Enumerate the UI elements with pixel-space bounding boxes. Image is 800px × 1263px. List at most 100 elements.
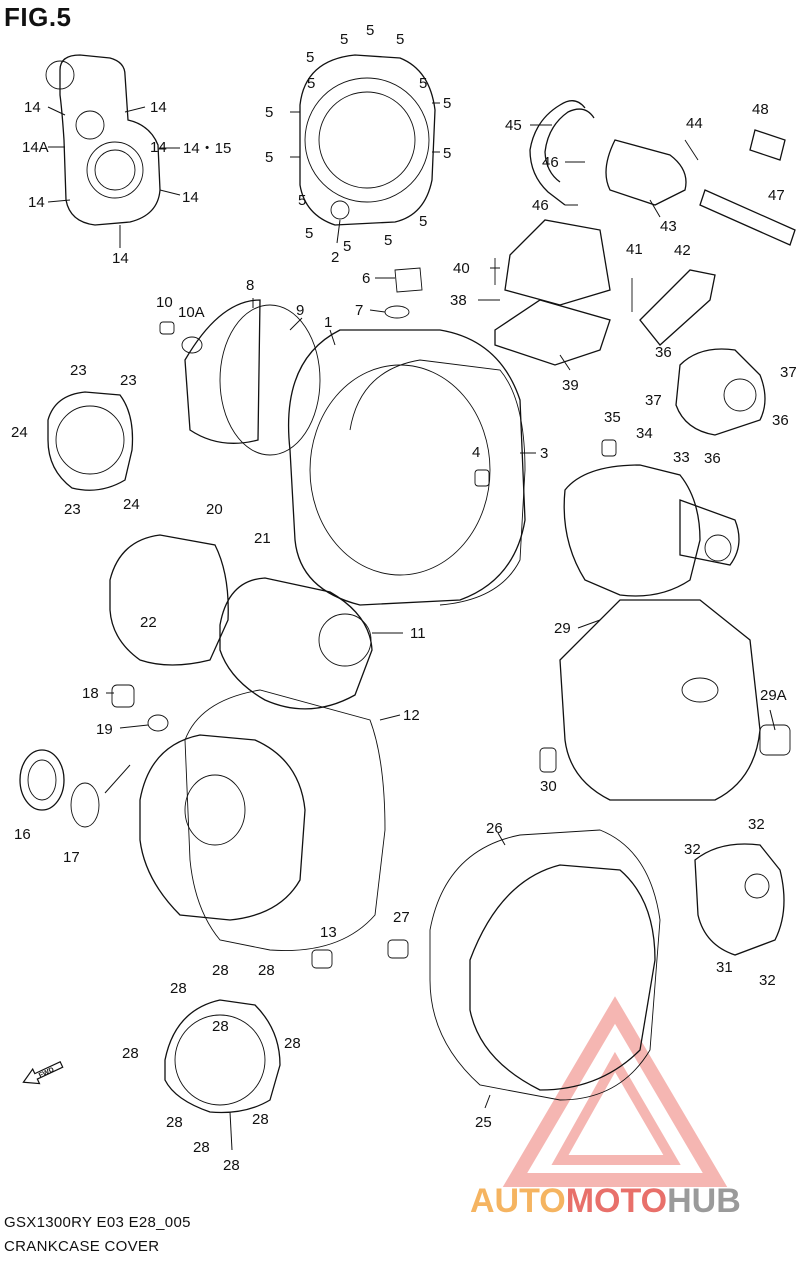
part-label: 17 (63, 849, 80, 866)
part-label: 44 (686, 115, 703, 132)
part-label: 5 (384, 232, 392, 249)
part-label: 33 (673, 449, 690, 466)
part-label: 11 (410, 625, 426, 642)
part-label: 6 (362, 270, 370, 287)
part-label: 46 (532, 197, 549, 214)
part-label: 28 (212, 1018, 229, 1035)
model-code: GSX1300RY E03 E28_005 (4, 1214, 191, 1231)
part-label: 48 (752, 101, 769, 118)
part-label: 14 (24, 99, 41, 116)
part-label: 5 (265, 104, 273, 121)
part-label: 46 (542, 154, 559, 171)
part-label: 23 (64, 501, 81, 518)
part-labels: 14 14 14 14A 14・15 14 14 14 5 5 5 5 5 5 … (11, 22, 797, 1174)
part-label: 47 (768, 187, 785, 204)
part-label: 36 (704, 450, 721, 467)
part-label: 28 (252, 1111, 269, 1128)
part-label: 5 (298, 192, 306, 209)
part-label: 28 (170, 980, 187, 997)
leader-lines (47, 102, 776, 1151)
part-label: 23 (70, 362, 87, 379)
part-label: 39 (562, 377, 579, 394)
part-label: 23 (120, 372, 137, 389)
part-label: 38 (450, 292, 467, 309)
part-label: 5 (443, 145, 451, 162)
part-label: 37 (645, 392, 662, 409)
part-label: 10 (156, 294, 173, 311)
part-label: 28 (258, 962, 275, 979)
fwd-direction-marker: FWD (22, 1060, 64, 1085)
part-label: 28 (193, 1139, 210, 1156)
part-label: 16 (14, 826, 31, 843)
figure-title: FIG.5 (4, 2, 72, 32)
part-label: 14 (112, 250, 129, 267)
part-label: 4 (472, 444, 480, 461)
section-name: CRANKCASE COVER (4, 1238, 160, 1255)
fwd-arrow-icon (22, 1060, 64, 1085)
part-label: 25 (475, 1114, 492, 1131)
part-label: 28 (166, 1114, 183, 1131)
part-label: 9 (296, 302, 304, 319)
part-label: 28 (284, 1035, 301, 1052)
part-label: 19 (96, 721, 113, 738)
part-label: 7 (355, 302, 363, 319)
part-label: 14・15 (183, 140, 231, 157)
part-label: 29A (760, 687, 787, 704)
part-label: 32 (684, 841, 701, 858)
part-label: 29 (554, 620, 571, 637)
part-label: 34 (636, 425, 653, 442)
part-label: 28 (122, 1045, 139, 1062)
part-label: 27 (393, 909, 410, 926)
part-label: 14 (150, 99, 167, 116)
part-label: 8 (246, 277, 254, 294)
part-label: 42 (674, 242, 691, 259)
part-label: 28 (223, 1157, 240, 1174)
part-label: 43 (660, 218, 677, 235)
part-label: 10A (178, 304, 205, 321)
part-label: 5 (419, 213, 427, 230)
part-label: 26 (486, 820, 503, 837)
part-label: 5 (419, 75, 427, 92)
part-label: 24 (123, 496, 140, 513)
part-label: 5 (443, 95, 451, 112)
watermark-logo: AUTOMOTOHUB (470, 996, 741, 1220)
part-label: 14 (150, 139, 167, 156)
part-label: 40 (453, 260, 470, 277)
part-label: 12 (403, 707, 420, 724)
part-label: 35 (604, 409, 621, 426)
part-label: 14 (182, 189, 199, 206)
part-label: 5 (306, 49, 314, 66)
part-label: 31 (716, 959, 733, 976)
part-label: 5 (396, 31, 404, 48)
part-label: 5 (343, 238, 351, 255)
part-label: 24 (11, 424, 28, 441)
part-label: 3 (540, 445, 548, 462)
fwd-text: FWD (38, 1067, 55, 1080)
part-label: 5 (307, 75, 315, 92)
part-label: 20 (206, 501, 223, 518)
part-label: 18 (82, 685, 99, 702)
part-label: 5 (366, 22, 374, 39)
part-label: 45 (505, 117, 522, 134)
part-label: 21 (254, 530, 271, 547)
part-label: 5 (265, 149, 273, 166)
part-label: 1 (324, 314, 332, 331)
part-label: 13 (320, 924, 337, 941)
part-label: 36 (772, 412, 789, 429)
part-label: 5 (305, 225, 313, 242)
part-label: 32 (759, 972, 776, 989)
part-label: 14A (22, 139, 49, 156)
watermark-text-auto: AUTOMOTOHUB (470, 1182, 741, 1220)
part-label: 28 (212, 962, 229, 979)
part-label: 5 (340, 31, 348, 48)
part-label: 2 (331, 249, 339, 266)
part-label: 41 (626, 241, 643, 258)
part-label: 32 (748, 816, 765, 833)
part-label: 14 (28, 194, 45, 211)
part-label: 37 (780, 364, 797, 381)
part-label: 36 (655, 344, 672, 361)
part-label: 30 (540, 778, 557, 795)
part-outlines (19, 54, 796, 1114)
part-label: 22 (140, 614, 157, 631)
